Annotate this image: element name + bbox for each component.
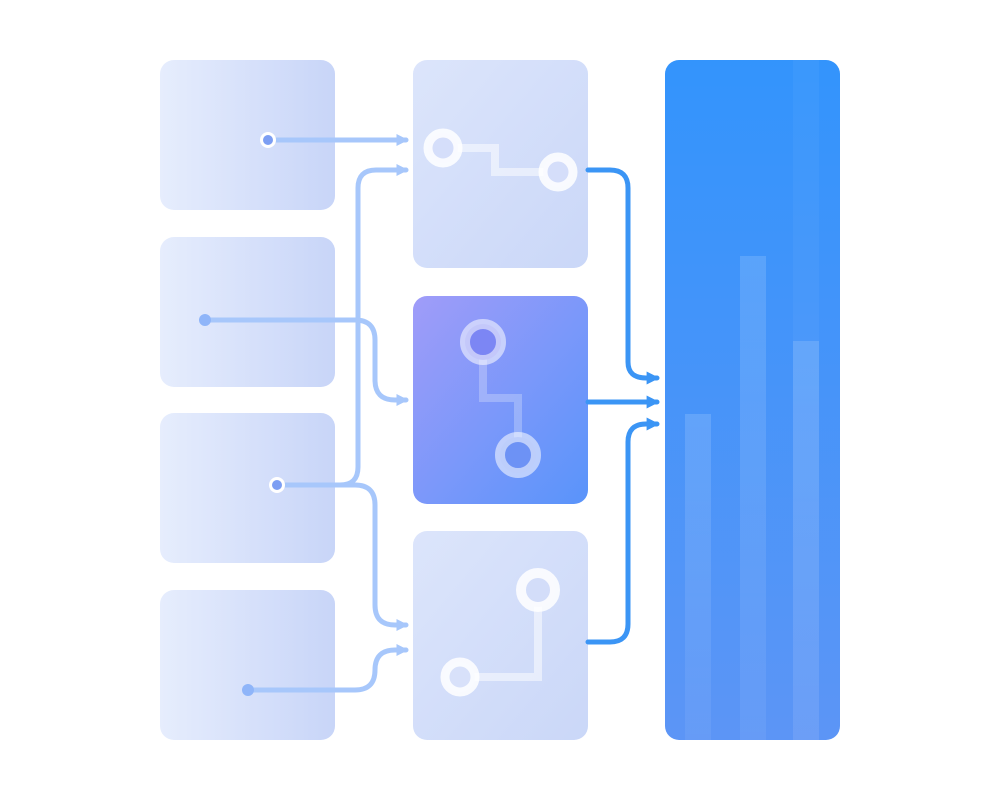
output-bar-3 xyxy=(793,341,819,740)
output-column-shade xyxy=(793,60,819,740)
connector-process-top-to-output xyxy=(585,167,660,385)
input-card-1 xyxy=(160,60,335,210)
output-bar-1 xyxy=(685,414,711,740)
output-card xyxy=(665,60,840,740)
input3-node-ring xyxy=(269,477,285,493)
process-top-circuit-icon xyxy=(423,128,578,192)
process-bottom-circuit-icon xyxy=(440,568,560,697)
connector-input4-to-process-bottom xyxy=(245,644,409,693)
process-card-top xyxy=(413,60,588,268)
connector-input2-to-process-middle xyxy=(202,317,409,406)
input-card-3 xyxy=(160,413,335,563)
input4-node-dot xyxy=(242,684,254,696)
input1-node-ring xyxy=(260,132,276,148)
connector-input3-to-process-bottom xyxy=(337,482,409,631)
output-bar-2 xyxy=(740,256,766,740)
process-card-bottom xyxy=(413,531,588,740)
input-card-2 xyxy=(160,237,335,387)
process-middle-circuit-icon xyxy=(460,319,541,478)
connector-process-bottom-to-output xyxy=(585,417,660,645)
input2-node-dot xyxy=(199,314,211,326)
process-card-middle xyxy=(413,296,588,504)
input-card-4 xyxy=(160,590,335,740)
